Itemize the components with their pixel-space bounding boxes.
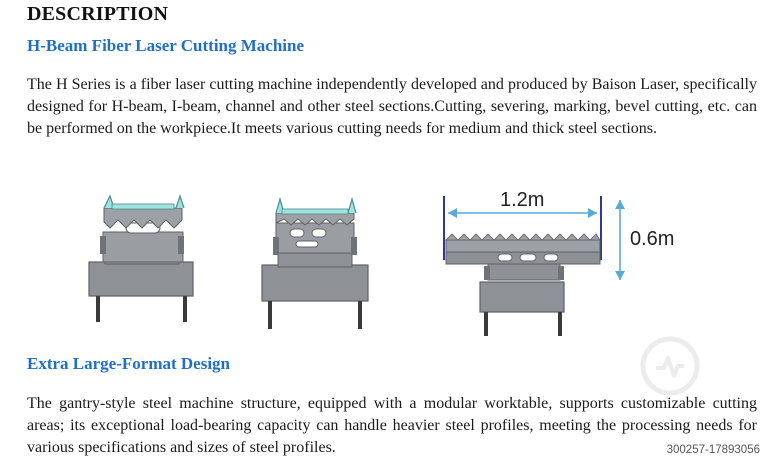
listing-id-watermark: 300257-17893056 [666,444,760,456]
product-subtitle: H-Beam Fiber Laser Cutting Machine [27,36,305,55]
feature-description: The gantry-style steel machine structure… [27,395,757,456]
machine-3-illustration [443,196,625,336]
feature-subtitle: Extra Large-Format Design [27,354,231,373]
height-dimension-label: 0.6m [630,228,674,250]
product-description: The H Series is a fiber laser cutting ma… [27,76,757,137]
machine-diagram: 1.2m 0.6m [88,189,674,336]
width-dimension-label: 1.2m [500,189,544,211]
machine-2-illustration [261,196,369,329]
section-title: DESCRIPTION [27,3,169,25]
tool-shield-watermark-icon [640,336,700,396]
machine-1-illustration [88,194,194,322]
